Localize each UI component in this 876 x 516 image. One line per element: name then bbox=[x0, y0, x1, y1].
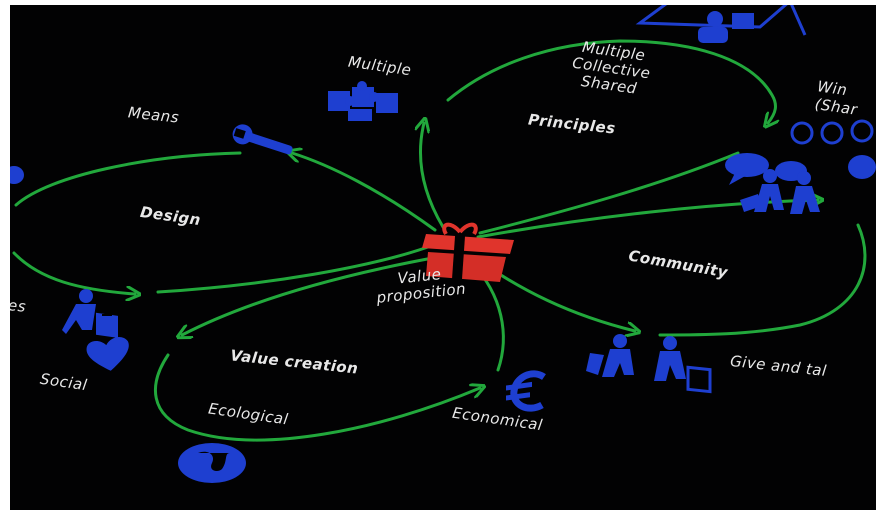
label-multiple-collective-shared: Multiple Collective Shared bbox=[569, 38, 654, 99]
principles-loop-arrow-top bbox=[446, 39, 775, 123]
partial-icon-left-edge bbox=[10, 166, 24, 184]
design-loop-arrow-top bbox=[292, 153, 437, 232]
community-loop-arrow-right bbox=[658, 223, 867, 337]
person-with-document-icon bbox=[62, 289, 118, 338]
value-creation-loop-arrow-left bbox=[154, 353, 480, 442]
diagram-graphics bbox=[10, 5, 876, 483]
design-loop-arrow-upper-left bbox=[14, 151, 242, 207]
puzzle-icon bbox=[328, 81, 398, 121]
gift-icon bbox=[422, 222, 514, 282]
speech-bubble-right-icon bbox=[848, 155, 876, 179]
heart-icon bbox=[86, 337, 129, 371]
design-loop-arrow-return bbox=[156, 245, 430, 294]
smiley-faces-icon bbox=[790, 119, 874, 145]
value-creation-loop-arrow-upper bbox=[182, 255, 440, 335]
design-loop-arrow-lower bbox=[12, 251, 135, 294]
people-walking-icon bbox=[740, 169, 820, 214]
label-es-partial: es bbox=[10, 296, 27, 316]
people-exchange-icon bbox=[586, 334, 712, 394]
wrench-icon bbox=[232, 124, 293, 155]
principles-loop-arrow-left bbox=[420, 123, 445, 229]
principles-loop-arrow-right bbox=[478, 151, 740, 235]
euro-icon bbox=[506, 370, 546, 412]
presentation-icon bbox=[635, 5, 807, 43]
globe-icon bbox=[178, 443, 246, 483]
diagram-canvas: Value proposition Design Principles Comm… bbox=[10, 5, 876, 510]
label-win-shared: Win (Shar bbox=[814, 77, 861, 119]
